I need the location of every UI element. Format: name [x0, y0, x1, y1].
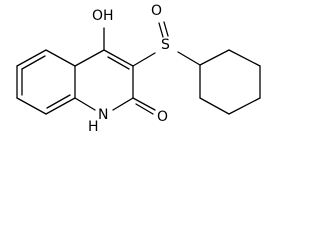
- s-cyclohexyl-bond: [177, 51, 201, 66]
- hydroxyl-label: OH: [92, 8, 114, 24]
- nitrogen-hydrogen-label: H: [88, 119, 99, 135]
- molecule-structure: OH O S N H O: [16, 3, 261, 135]
- sulfur-label: S: [161, 37, 170, 53]
- nitrogen-label: N: [98, 107, 108, 123]
- s-o-double-bond: [158, 21, 169, 38]
- pyridinone-ring: [74, 49, 134, 111]
- cyclohexyl-ring: [199, 49, 261, 115]
- sulfoxide-oxygen-label: O: [151, 3, 162, 19]
- carbonyl-oxygen-label: O: [157, 109, 168, 125]
- carbonyl-bond: [132, 97, 156, 115]
- benzene-ring: [16, 49, 76, 115]
- c-s-bond: [132, 52, 156, 67]
